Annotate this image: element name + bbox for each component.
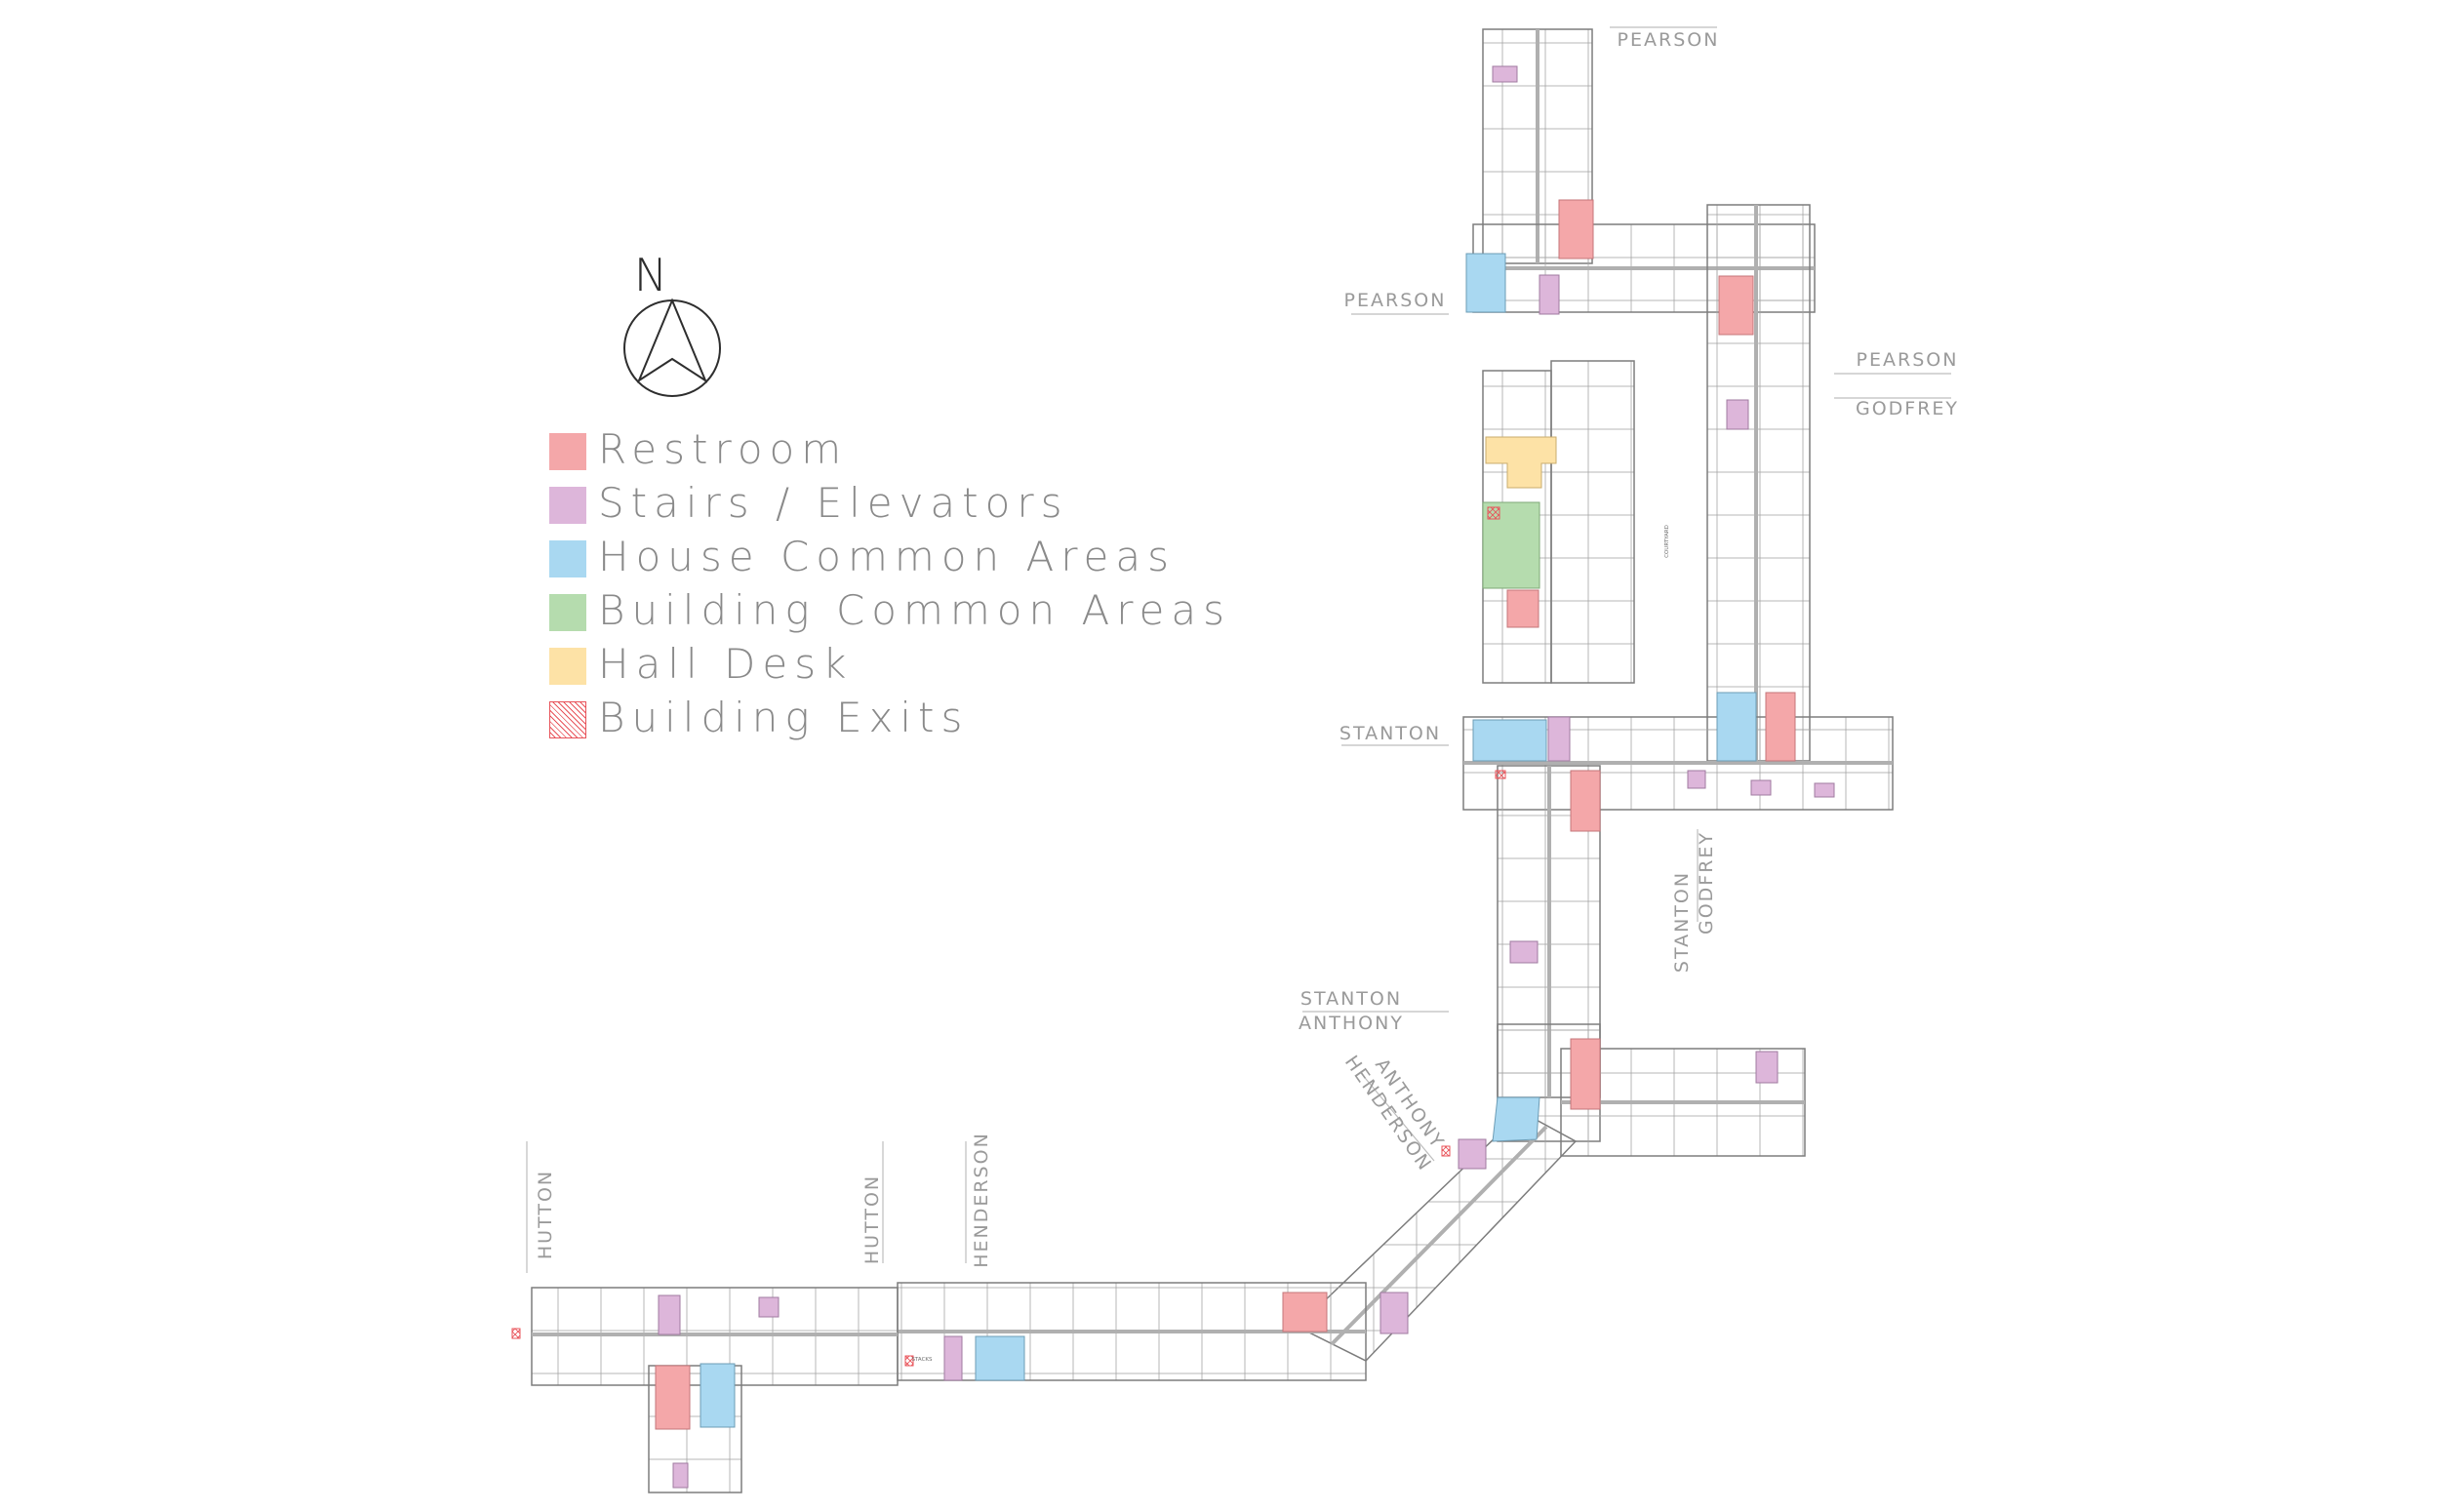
legend-label: Building Common Areas — [598, 586, 1232, 634]
label-stanton-vertical: STANTON — [1671, 871, 1693, 973]
house-common-areas — [700, 253, 1757, 1428]
label-stanton-left: STANTON — [1339, 723, 1441, 744]
label-godfrey-vertical: GODFREY — [1696, 831, 1717, 935]
restroom-areas — [655, 199, 1796, 1430]
courtyard-label: COURTYARD — [1664, 525, 1670, 558]
legend-swatch-exits — [549, 701, 586, 738]
hall-desk-area — [1485, 436, 1557, 489]
label-pearson-right: PEARSON — [1857, 349, 1959, 371]
legend-swatch-house-common — [549, 540, 586, 577]
stairs-elevator-areas — [658, 65, 1835, 1489]
compass-letter: N — [634, 249, 667, 301]
legend-label: Hall Desk — [598, 640, 854, 688]
legend-swatch-building-common — [549, 594, 586, 631]
wing-west-middle — [1482, 360, 1635, 684]
label-henderson-vertical: HENDERSON — [971, 1132, 992, 1268]
label-pearson-top: PEARSON — [1618, 29, 1720, 51]
north-compass-icon: N — [623, 249, 721, 397]
legend-label: House Common Areas — [598, 533, 1177, 580]
legend-label: Restroom — [598, 425, 849, 473]
legend-swatch-stairs — [549, 487, 586, 524]
label-stanton-mid: STANTON — [1300, 988, 1402, 1010]
building-outline — [531, 28, 1894, 1493]
label-hutton-left: HUTTON — [535, 1170, 556, 1259]
legend-swatch-hall-desk — [549, 648, 586, 685]
label-godfrey-right: GODFREY — [1856, 398, 1959, 419]
building-exit-markers — [511, 506, 1506, 1367]
label-pearson-left: PEARSON — [1344, 290, 1447, 311]
legend-label: Stairs / Elevators — [598, 479, 1069, 527]
legend-swatch-restroom — [549, 433, 586, 470]
stacks-label: STACKS — [911, 1357, 933, 1363]
legend-label: Building Exits — [598, 694, 970, 741]
label-hutton-mid: HUTTON — [861, 1174, 883, 1264]
label-anthony-mid: ANTHONY — [1299, 1013, 1404, 1034]
